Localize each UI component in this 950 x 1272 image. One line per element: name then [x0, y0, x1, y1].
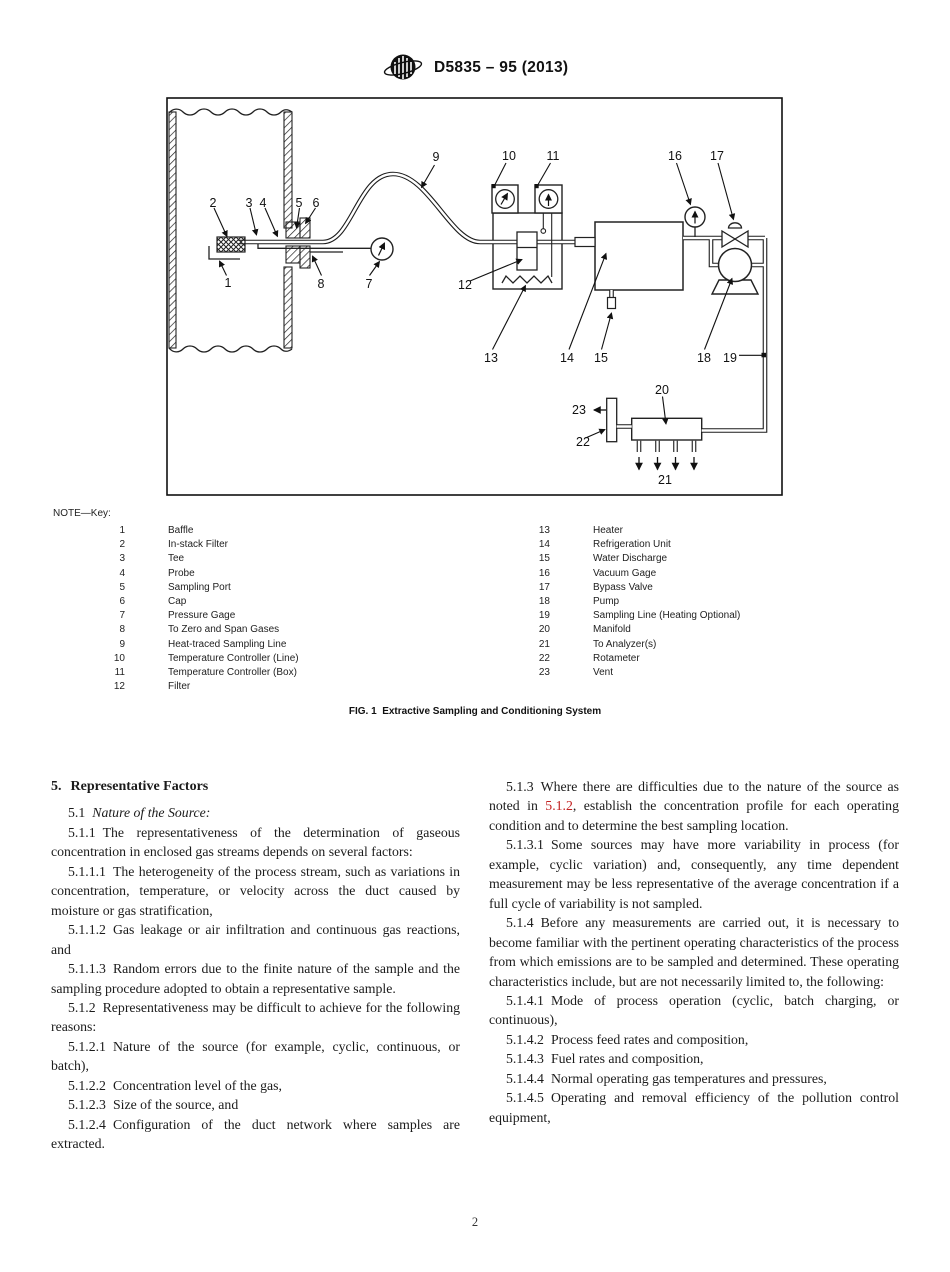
- diagram-label-9: 9: [433, 150, 440, 164]
- refrigeration-unit-box: [594, 221, 684, 291]
- diagram-label-7: 7: [366, 277, 373, 291]
- figure-caption: FIG. 1 Extractive Sampling and Condition…: [348, 706, 602, 717]
- analyzer-outlet-arrows: [635, 457, 698, 471]
- page-header: D5835 – 95 (2013): [0, 48, 950, 88]
- diagram-label-2: 2: [210, 196, 217, 210]
- conditioning-filter: [516, 231, 538, 271]
- leader-junction-dot: [761, 352, 766, 358]
- diagram-label-4: 4: [260, 196, 267, 210]
- temperature-controller-line: [491, 184, 519, 214]
- diagram-label-17: 17: [710, 149, 724, 163]
- vacuum-gage: [684, 206, 706, 237]
- rotameter-box: [606, 397, 618, 443]
- diagram-label-5: 5: [296, 196, 303, 210]
- diagram-label-1: 1: [225, 276, 232, 290]
- pressure-gage: [370, 237, 394, 261]
- tee-lines: [257, 243, 371, 253]
- standard-designation: D5835 – 95 (2013): [434, 59, 569, 76]
- diagram-label-6: 6: [313, 196, 320, 210]
- diagram-label-8: 8: [318, 277, 325, 291]
- cross-reference-link[interactable]: 5.1.2: [545, 798, 573, 814]
- diagram-label-19: 19: [723, 351, 737, 365]
- heater-zigzag: [501, 274, 553, 284]
- extractive-sampling-diagram: 1 2 3 4 5 6 7 8 9 10 11 12 13 14 15 16 1…: [166, 97, 783, 496]
- diagram-label-10: 10: [502, 149, 516, 163]
- water-discharge-fitting: [606, 296, 617, 310]
- section-heading: 5.Representative Factors: [51, 779, 209, 794]
- note-key-label: NOTE—Key:: [53, 508, 111, 519]
- pump: [710, 247, 760, 295]
- diagram-label-21: 21: [658, 473, 672, 487]
- diagram-label-15: 15: [594, 351, 608, 365]
- temperature-controller-box: [534, 184, 563, 277]
- diagram-label-11: 11: [547, 149, 560, 163]
- bypass-valve: [721, 222, 749, 249]
- in-stack-filter: [216, 236, 246, 253]
- diagram-label-12: 12: [458, 278, 472, 292]
- pipe-fitting: [574, 236, 596, 248]
- page-number: 2: [471, 1215, 479, 1229]
- diagram-label-14: 14: [560, 351, 574, 365]
- manifold-box: [631, 417, 703, 441]
- figure-frame: [166, 97, 783, 496]
- leader-lines: [213, 162, 762, 439]
- diagram-label-13: 13: [484, 351, 498, 365]
- astm-logo-icon: [383, 54, 423, 80]
- stack-duct: [168, 108, 293, 353]
- diagram-label-16: 16: [668, 149, 682, 163]
- diagram-label-23: 23: [572, 403, 586, 417]
- diagram-label-20: 20: [655, 383, 669, 397]
- diagram-label-3: 3: [246, 196, 253, 210]
- diagram-label-22: 22: [576, 435, 590, 449]
- baffle-shape: [208, 246, 240, 260]
- diagram-label-18: 18: [697, 351, 711, 365]
